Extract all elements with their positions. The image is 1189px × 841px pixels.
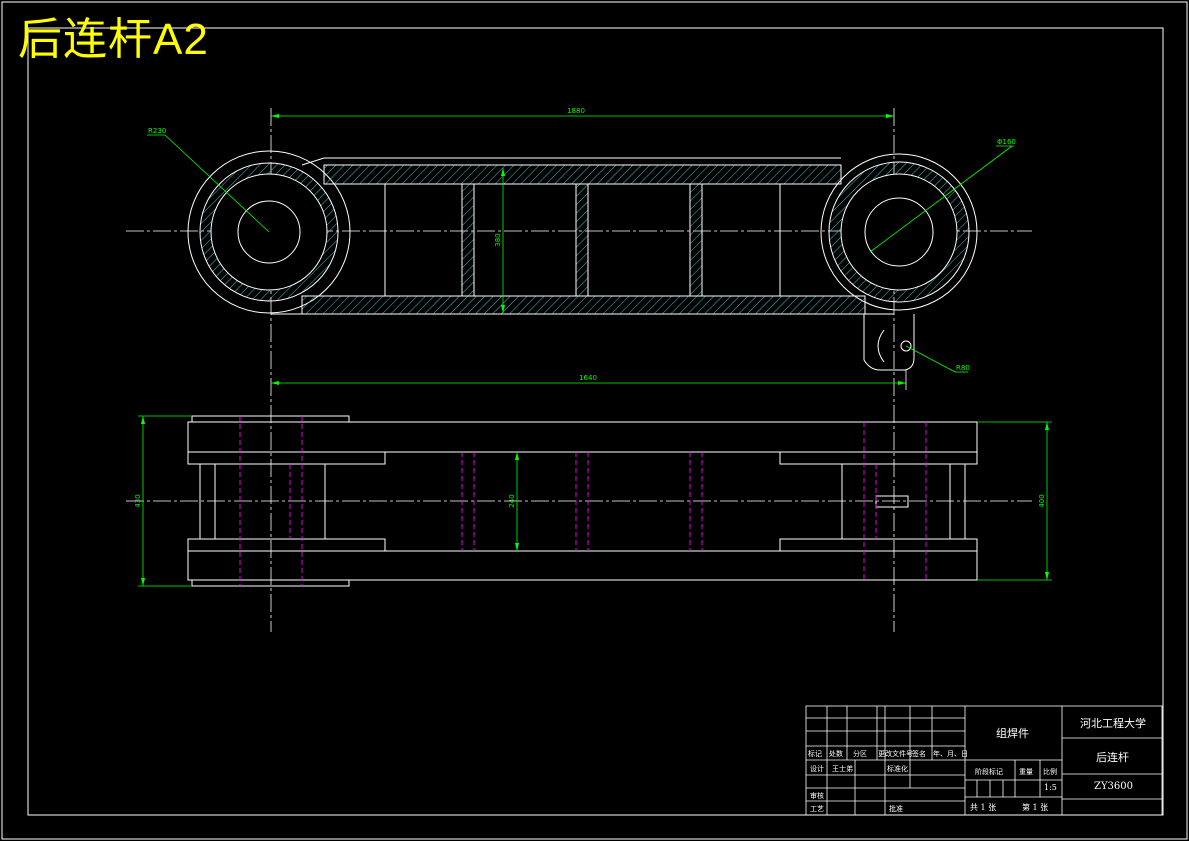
craft-label: 工艺: [810, 805, 824, 813]
part-type: 组焊件: [996, 727, 1029, 740]
header-zone: 分区: [853, 750, 867, 758]
sheet-number: 第 1 张: [1022, 803, 1049, 812]
dim-top-length: 1880: [567, 107, 585, 115]
dim-top-height: 380: [494, 233, 502, 246]
title-block-grid: [805, 705, 1163, 816]
drawing-title-overlay: 后连杆A2: [18, 15, 209, 64]
dim-bottom-length: 1640: [579, 374, 597, 382]
stage-label: 阶段标记: [975, 768, 1003, 776]
inner-border: [27, 27, 1164, 816]
drawing-number: ZY3600: [1094, 781, 1133, 792]
scale-value: 1:5: [1044, 783, 1057, 792]
dim-side-right: 400: [1038, 494, 1046, 507]
top-view: [126, 108, 1032, 632]
scale-label: 比例: [1043, 768, 1057, 776]
standard-label: 标准化: [887, 765, 908, 773]
design-label: 设计: [810, 765, 824, 773]
school-name: 河北工程大学: [1080, 717, 1146, 730]
designer-name: 王士弟: [832, 765, 853, 773]
header-count: 处数: [829, 750, 843, 758]
dim-dia-right: Φ160: [997, 138, 1016, 146]
review-label: 审核: [810, 792, 824, 800]
hidden-lines: [239, 416, 927, 586]
side-view: [126, 415, 1032, 587]
part-name: 后连杆: [1096, 751, 1129, 764]
header-change-doc: 更改文件号: [878, 750, 913, 758]
dim-radius-small: R80: [956, 364, 970, 372]
approve-label: 批准: [889, 805, 903, 813]
top-dimensions: 1880 1640 380 R230 Φ160 R80: [147, 107, 1016, 390]
dim-side-inner: 240: [508, 494, 516, 507]
header-mark: 标记: [808, 750, 822, 758]
weight-label: 重量: [1019, 768, 1033, 776]
side-dimensions: 430 240 400: [134, 415, 1052, 587]
header-date: 年、月、日: [933, 750, 968, 758]
dim-side-total: 430: [134, 494, 142, 507]
sheets-total: 共 1 张: [970, 803, 997, 812]
dim-radius-left: R230: [148, 127, 166, 135]
header-sign: 签名: [912, 750, 926, 758]
